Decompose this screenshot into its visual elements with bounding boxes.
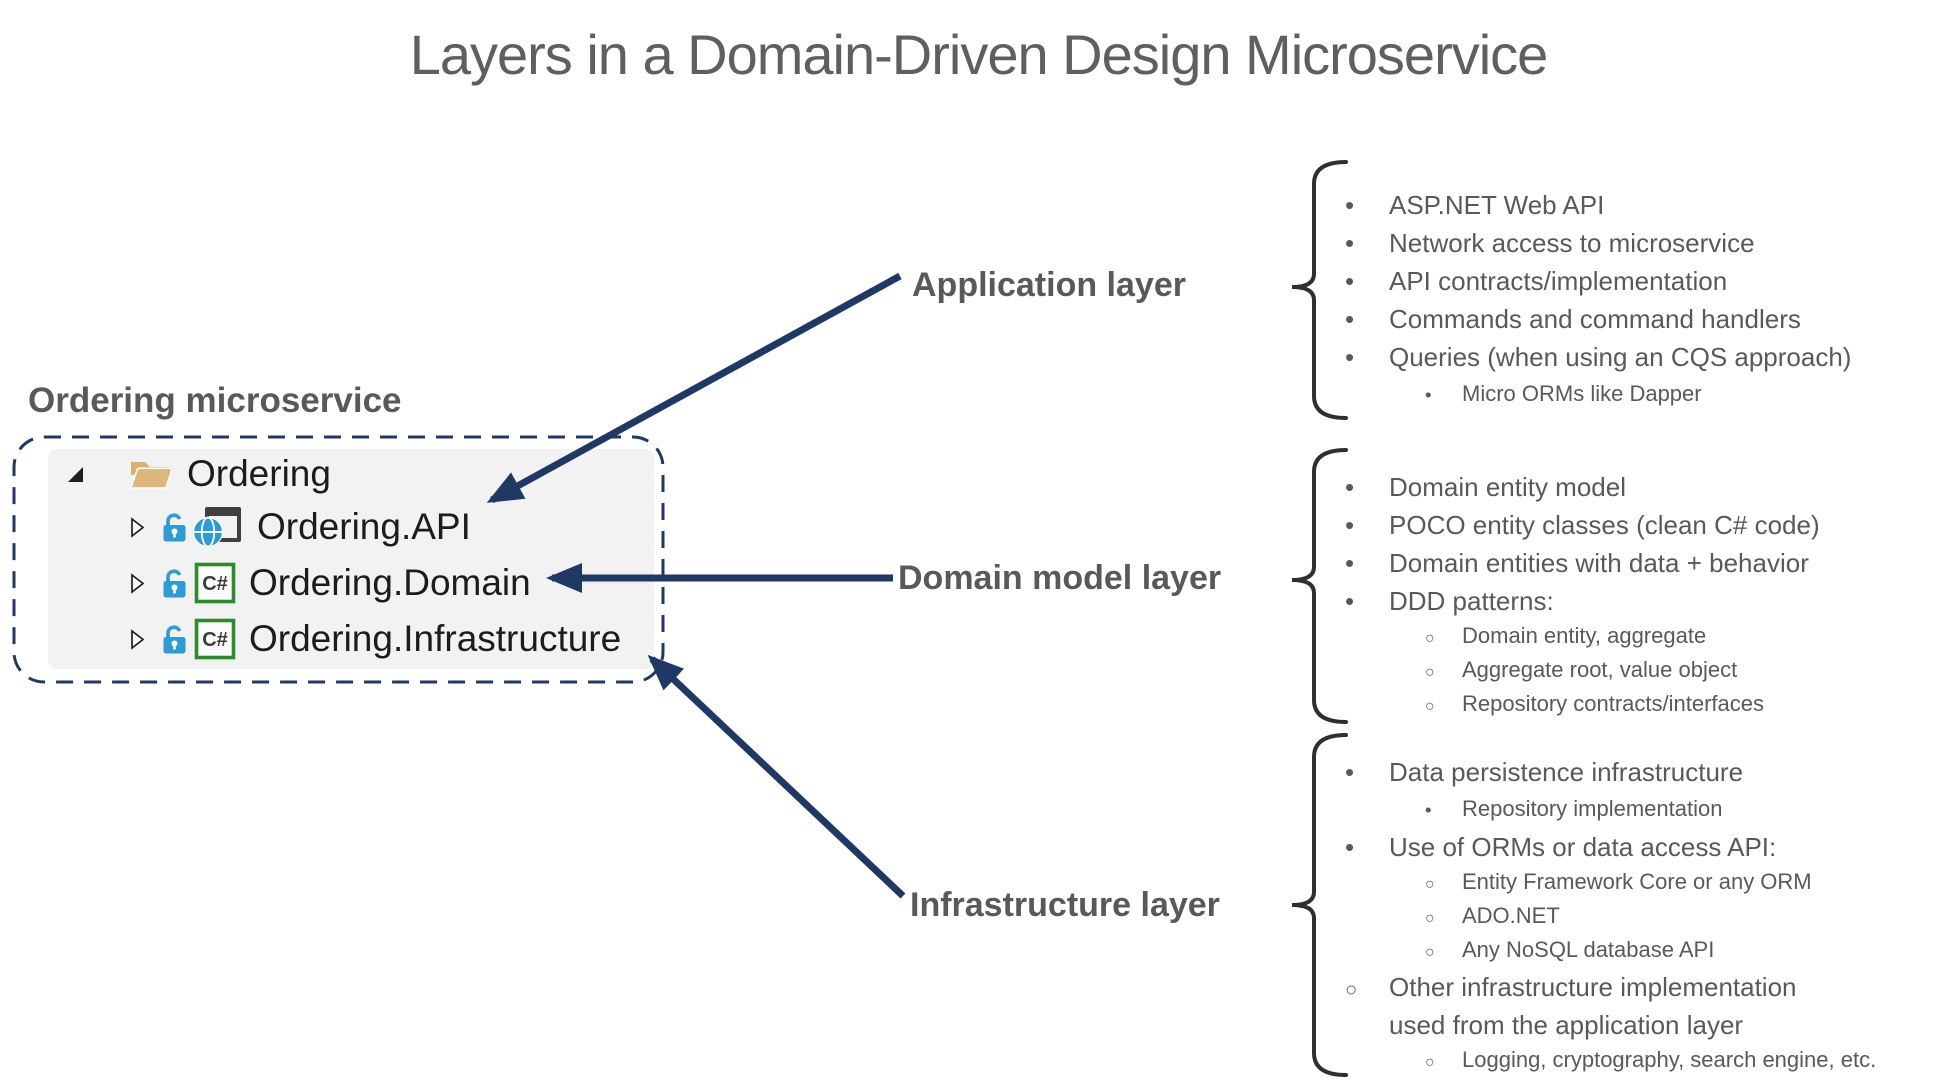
list-subitem: Logging, cryptography, search engine, et… [1339,1044,1957,1078]
list-subitem: Micro ORMs like Dapper [1339,376,1957,413]
collapsed-chevron-icon[interactable] [130,572,147,594]
list-subitem: Domain entity, aggregate [1339,620,1957,654]
infrastructure-layer-arrow [647,654,906,899]
bullet-dot-icon [1339,544,1389,582]
list-item: Queries (when using an CQS approach) [1339,338,1957,376]
tree-label-ordering-infrastructure[interactable]: Ordering.Infrastructure [249,618,622,659]
unlocked-lock-icon [161,623,188,656]
collapsed-chevron-icon[interactable] [130,628,147,650]
infrastructure-layer-list: Data persistence infrastructure Reposito… [1339,753,1957,1078]
list-item: Commands and command handlers [1339,300,1957,338]
bullet-dot-icon [1339,338,1389,376]
csharp-glyph: C# [202,573,228,595]
infrastructure-layer-label: Infrastructure layer [910,886,1220,924]
list-item: POCO entity classes (clean C# code) [1339,506,1957,544]
bullet-circle-icon [1425,620,1462,654]
unlocked-lock-icon [161,567,188,600]
tree-label-ordering[interactable]: Ordering [187,453,331,494]
tree-row-ordering-infrastructure[interactable]: C# Ordering.Infrastructure [130,615,621,663]
bullet-circle-icon [1425,654,1462,688]
csharp-project-icon: C# [194,618,236,660]
bullet-dot-icon [1339,828,1389,866]
list-item: Network access to microservice [1339,224,1957,262]
bullet-dot-icon [1339,468,1389,506]
application-layer-label: Application layer [912,266,1186,304]
tree-row-ordering-api[interactable]: Ordering.API [130,503,471,551]
application-layer-list: ASP.NET Web API Network access to micros… [1339,186,1957,413]
list-item: Domain entities with data + behavior [1339,544,1957,582]
web-app-icon [192,506,242,548]
bullet-dot-icon [1339,262,1389,300]
bullet-circle-icon [1425,934,1462,968]
list-item: ASP.NET Web API [1339,186,1957,224]
list-item: Data persistence infrastructure [1339,753,1957,791]
application-layer-brace [1291,160,1348,420]
list-subitem: Aggregate root, value object [1339,654,1957,688]
tree-row-ordering-domain[interactable]: C# Ordering.Domain [130,559,531,607]
collapsed-chevron-icon[interactable] [130,516,147,538]
list-subitem: Repository contracts/interfaces [1339,688,1957,722]
unlocked-lock-icon [161,511,188,544]
csharp-project-icon: C# [194,562,236,604]
open-folder-icon [128,455,174,493]
tree-label-ordering-api[interactable]: Ordering.API [257,506,471,547]
bullet-dot-icon [1339,224,1389,262]
bullet-circle-icon [1425,866,1462,900]
bullet-dot-icon [1425,791,1462,828]
bullet-dot-icon [1339,506,1389,544]
bullet-circle-icon [1425,688,1462,722]
tree-label-ordering-domain[interactable]: Ordering.Domain [249,562,531,603]
solution-heading: Ordering microservice [28,381,402,420]
list-item: DDD patterns: [1339,582,1957,620]
expanded-triangle-icon[interactable] [66,465,85,484]
list-item: API contracts/implementation [1339,262,1957,300]
bullet-dot-icon [1339,186,1389,224]
bullet-dot-icon [1339,753,1389,791]
domain-model-layer-label: Domain model layer [898,559,1222,597]
list-subitem: ADO.NET [1339,900,1957,934]
infrastructure-layer-brace [1291,733,1348,1077]
list-item: Other infrastructure implementation used… [1339,968,1859,1044]
csharp-glyph: C# [202,629,228,651]
bullet-circle-icon [1339,968,1389,1009]
domain-model-layer-list: Domain entity model POCO entity classes … [1339,468,1957,722]
list-item: Domain entity model [1339,468,1957,506]
page-title: Layers in a Domain-Driven Design Microse… [409,23,1549,86]
domain-model-layer-brace [1291,448,1348,724]
bullet-circle-icon [1425,900,1462,934]
tree-row-ordering-root[interactable]: Ordering [66,450,331,498]
bullet-dot-icon [1425,376,1462,413]
bullet-circle-icon [1425,1044,1462,1078]
bullet-dot-icon [1339,300,1389,338]
list-subitem: Any NoSQL database API [1339,934,1957,968]
bullet-dot-icon [1339,582,1389,620]
list-subitem: Entity Framework Core or any ORM [1339,866,1957,900]
list-item: Use of ORMs or data access API: [1339,828,1957,866]
list-subitem: Repository implementation [1339,791,1957,828]
